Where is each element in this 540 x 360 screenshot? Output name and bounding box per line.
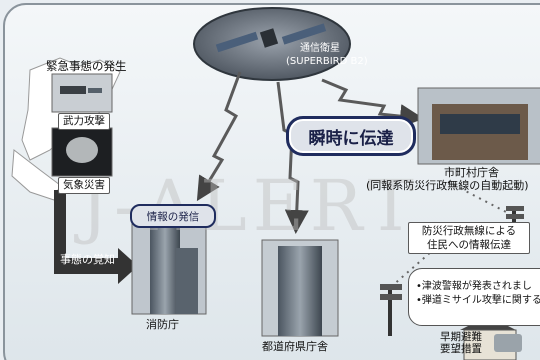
prefecture-label: 都道府県庁舎 [262,340,328,353]
municipal-sub-label: (同報系防災行政無線の自動起動) [366,179,529,192]
awareness-label: 事態の覚知 [60,253,115,266]
evacuation-label: 早期避難 要望措置 [440,331,482,355]
link-to-prefecture [276,81,309,234]
evacuation-line2: 要望措置 [440,343,482,355]
radio-info-line1: 防災行政無線による [421,225,517,237]
evacuation-line1: 早期避難 [440,331,482,343]
satellite-name-label: 通信衛星 [300,43,340,54]
instant-transmission-pill: 瞬時に伝達 [286,116,416,156]
announcement-text: •津波警報が発表されまし •弾道ミサイル攻撃に関する [416,280,540,308]
radio-info-box: 防災行政無線による 住民への情報伝達 [408,222,530,254]
satellite-icon [215,23,327,53]
armed-attack-label: 武力攻撃 [58,113,110,130]
municipal-label: 市町村庁舎 [444,166,499,179]
announcement-line2: •弾道ミサイル攻撃に関する [416,295,540,306]
vehicle-icon [494,334,522,352]
emergency-label: 緊急事態の発生 [46,59,127,73]
announcement-line1: •津波警報が発表されまし [416,281,532,292]
info-dispatch-pill: 情報の発信 [130,204,216,228]
uplink-line [196,71,242,202]
announcement-bubble [408,268,540,326]
watermark: J-ALERT [80,165,421,247]
link-to-municipal [321,78,424,129]
radio-tower-icon-2 [380,284,402,336]
satellite-model-label: (SUPERBIRD B2) [286,56,368,67]
flow-arrow [54,190,138,284]
fdma-label: 消防庁 [146,318,179,331]
weather-disaster-label: 気象災害 [58,177,110,194]
radio-info-line2: 住民への情報伝達 [427,239,511,251]
